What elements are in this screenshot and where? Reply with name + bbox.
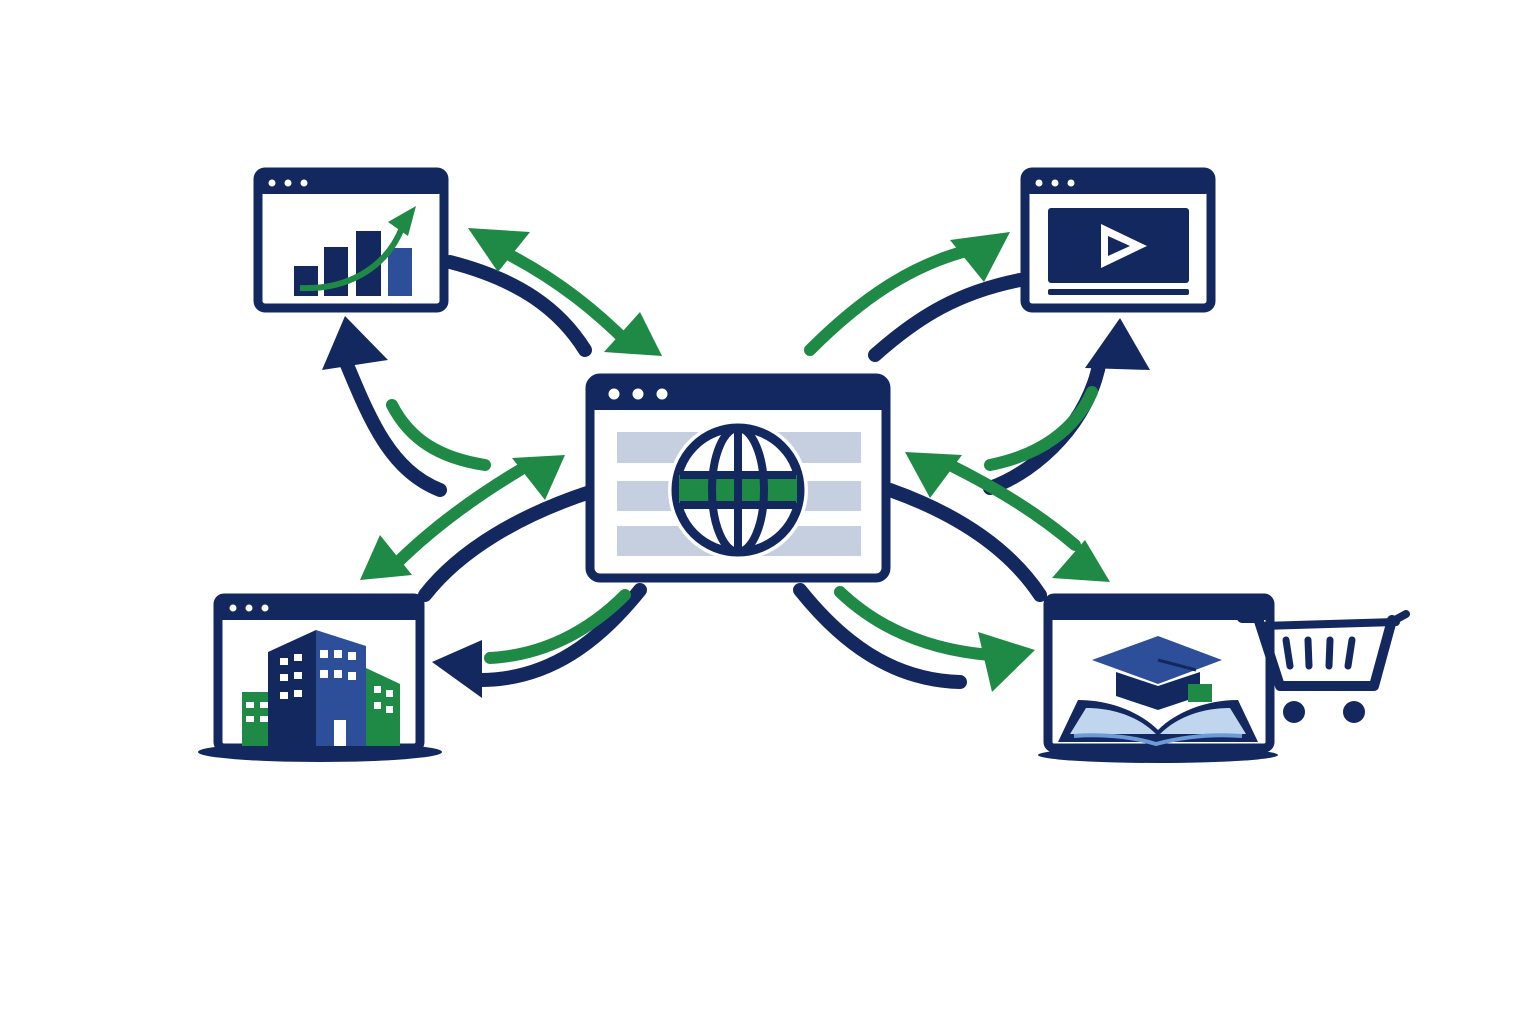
connection-hub-education xyxy=(793,483,1047,692)
bar-chart-growth-icon xyxy=(294,206,416,296)
connection-analytics-business xyxy=(322,316,491,497)
connections xyxy=(322,228,1150,698)
connection-hub-analytics xyxy=(443,228,662,357)
shopping-cart-icon[interactable] xyxy=(1237,610,1410,723)
business-window[interactable] xyxy=(198,593,442,762)
video-play-icon[interactable] xyxy=(1101,224,1147,268)
connection-hub-video xyxy=(804,232,1027,362)
video-window[interactable] xyxy=(1020,167,1216,313)
globe-icon xyxy=(668,420,808,560)
graduation-cap-book-icon xyxy=(1058,636,1258,747)
analytics-window[interactable] xyxy=(253,167,449,313)
connection-video-hub xyxy=(905,318,1150,582)
office-buildings-icon xyxy=(242,630,400,746)
connection-hub-business xyxy=(360,455,647,698)
hub-website-window[interactable] xyxy=(585,373,891,583)
education-window[interactable] xyxy=(1038,593,1278,763)
